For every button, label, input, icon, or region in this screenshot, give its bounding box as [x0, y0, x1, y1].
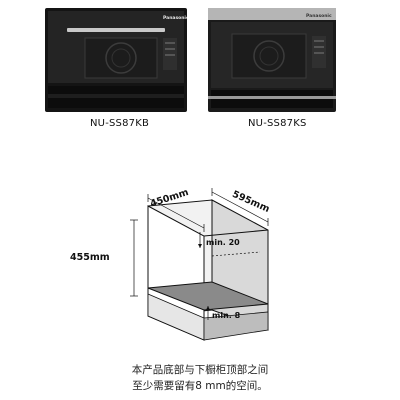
brand-logo-black: Panasonic — [163, 15, 187, 21]
caption-line-1: 本产品底部与下橱柜顶部之间 — [131, 364, 269, 376]
height-dimension-label: 455mm — [70, 252, 110, 263]
brand-logo-silver: Panasonic — [306, 13, 332, 19]
installation-diagram: 450mm 595mm 455mm min. 20 min. 8 — [70, 187, 271, 341]
min-gap-bottom-label: min. 8 — [212, 311, 241, 320]
caption-line-2: 至少需要留有8 mm的空间。 — [132, 380, 268, 392]
model-label-silver: NU-SS87KS — [248, 118, 307, 129]
width-dimension-label: 595mm — [230, 189, 271, 215]
oven-black-illustration: Panasonic — [45, 8, 187, 112]
min-gap-top-label: min. 20 — [206, 238, 240, 247]
lower-cabinet-top — [147, 281, 269, 311]
door-handle — [67, 28, 165, 32]
silver-top-trim — [208, 8, 336, 20]
model-label-black: NU-SS87KB — [90, 118, 150, 129]
oven-silver-illustration: Panasonic — [208, 8, 336, 112]
